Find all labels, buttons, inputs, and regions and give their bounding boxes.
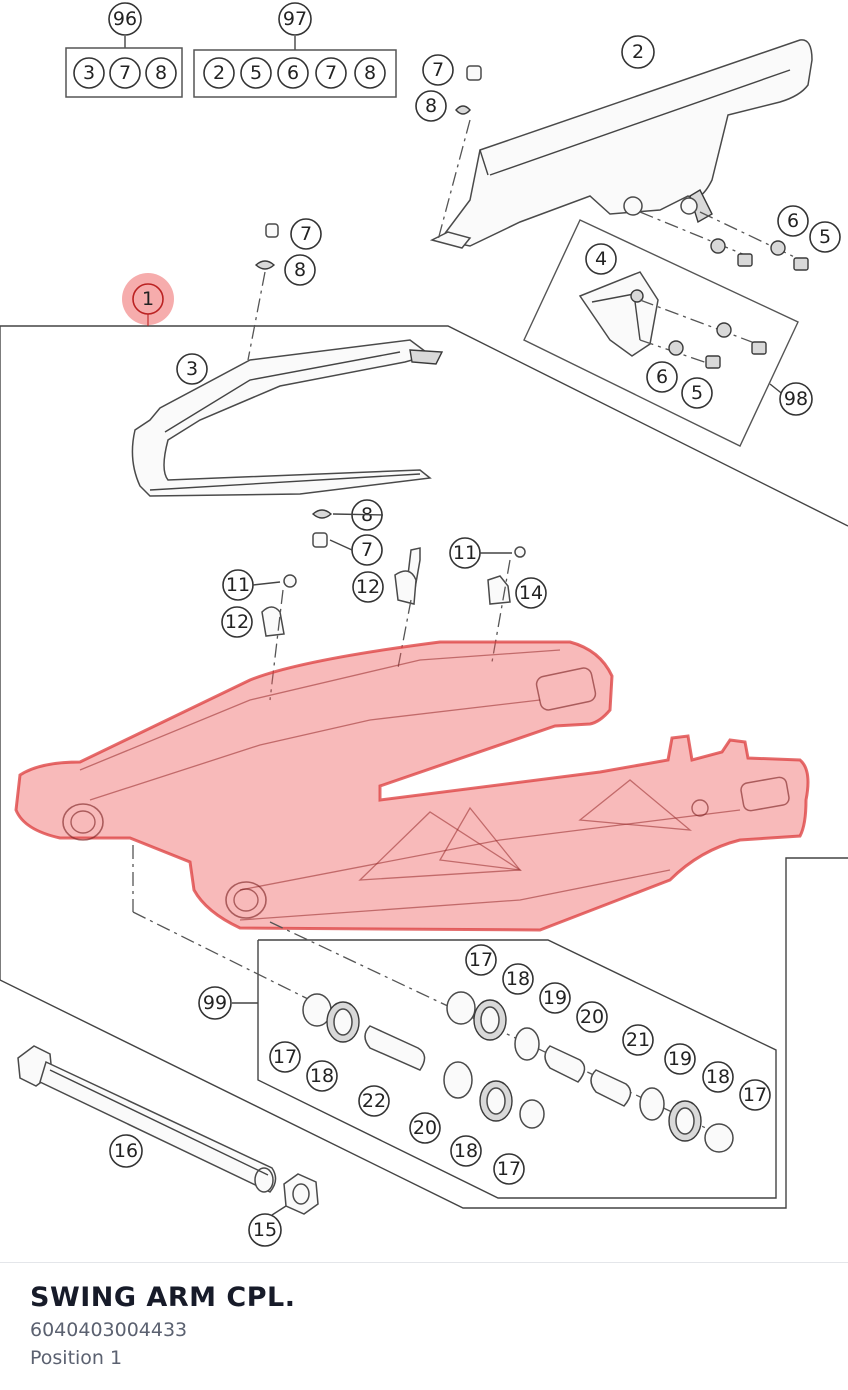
hardware-right-top[interactable] — [639, 211, 809, 271]
callout-19-b: 19 — [668, 1048, 692, 1070]
part-position: Position 1 — [30, 1347, 123, 1369]
callout-17-c: 17 — [273, 1046, 297, 1068]
callout-7-slider: 7 — [300, 223, 312, 245]
exploded-parts-diagram: 96 3 7 8 97 2 5 6 7 8 2 7 8 — [0, 2, 848, 1247]
callout-14: 14 — [519, 582, 543, 604]
kit-99-box[interactable] — [132, 845, 777, 1199]
callout-6-top: 6 — [787, 210, 799, 232]
callout-98: 98 — [784, 388, 808, 410]
screw-7-top[interactable] — [437, 65, 482, 241]
callout-18-a: 18 — [506, 968, 530, 990]
kit-97-item-2: 2 — [213, 62, 225, 84]
callout-17-b: 17 — [743, 1084, 767, 1106]
callout-12-left: 12 — [225, 611, 249, 633]
part-number: 6040403004433 — [30, 1319, 188, 1341]
kit-96[interactable]: 96 3 7 8 — [65, 2, 183, 98]
axle-nut[interactable] — [283, 1173, 319, 1215]
callout-15: 15 — [253, 1219, 277, 1241]
kit-97-item-7: 7 — [325, 62, 337, 84]
callout-5-box: 5 — [691, 382, 703, 404]
callout-22: 22 — [362, 1090, 386, 1112]
middle-fasteners[interactable] — [261, 509, 526, 701]
kit-96-item-7: 7 — [119, 62, 131, 84]
chain-guard[interactable] — [429, 39, 813, 249]
callout-7-top: 7 — [432, 59, 444, 81]
callout-1-marker[interactable]: 1 — [122, 273, 174, 326]
kit-97-item-8: 8 — [364, 62, 376, 84]
part-title: SWING ARM CPL. — [30, 1282, 296, 1313]
part-info-panel: SWING ARM CPL. 6040403004433 Position 1 — [0, 1262, 848, 1390]
callout-3: 3 — [186, 358, 198, 380]
callout-20-b: 20 — [413, 1117, 437, 1139]
callout-20-a: 20 — [580, 1006, 604, 1028]
callout-18-d: 18 — [454, 1140, 478, 1162]
pivot-axle[interactable] — [17, 1045, 277, 1193]
callout-8-top: 8 — [425, 95, 437, 117]
kit-96-item-8: 8 — [155, 62, 167, 84]
swing-arm-highlighted[interactable] — [14, 640, 810, 932]
callout-97: 97 — [283, 8, 307, 30]
callout-11-left: 11 — [226, 574, 250, 596]
callout-2: 2 — [632, 41, 644, 63]
callout-96: 96 — [113, 8, 137, 30]
callout-8-slider: 8 — [294, 259, 306, 281]
callout-5-top: 5 — [819, 226, 831, 248]
kit-98-box[interactable] — [523, 219, 799, 447]
kit-96-item-3: 3 — [83, 62, 95, 84]
callout-7-mid: 7 — [361, 539, 373, 561]
callout-18-c: 18 — [310, 1065, 334, 1087]
assembly-outline — [0, 325, 848, 1209]
callout-11-right: 11 — [453, 542, 477, 564]
callout-17-a: 17 — [469, 949, 493, 971]
callout-21: 21 — [626, 1029, 650, 1051]
callout-99: 99 — [203, 992, 227, 1014]
callout-19-a: 19 — [543, 987, 567, 1009]
callout-4: 4 — [595, 248, 607, 270]
callout-12-right: 12 — [356, 576, 380, 598]
callout-16: 16 — [114, 1140, 138, 1162]
callout-6-box: 6 — [656, 366, 668, 388]
chain-slider[interactable] — [131, 223, 444, 497]
kit-97[interactable]: 97 2 5 6 7 8 — [193, 2, 397, 98]
kit-97-item-6: 6 — [287, 62, 299, 84]
callout-18-b: 18 — [706, 1066, 730, 1088]
diagram-canvas: 96 3 7 8 97 2 5 6 7 8 2 7 8 — [0, 2, 848, 1247]
kit-97-item-5: 5 — [250, 62, 262, 84]
callout-1: 1 — [142, 288, 154, 310]
callout-17-d: 17 — [497, 1158, 521, 1180]
